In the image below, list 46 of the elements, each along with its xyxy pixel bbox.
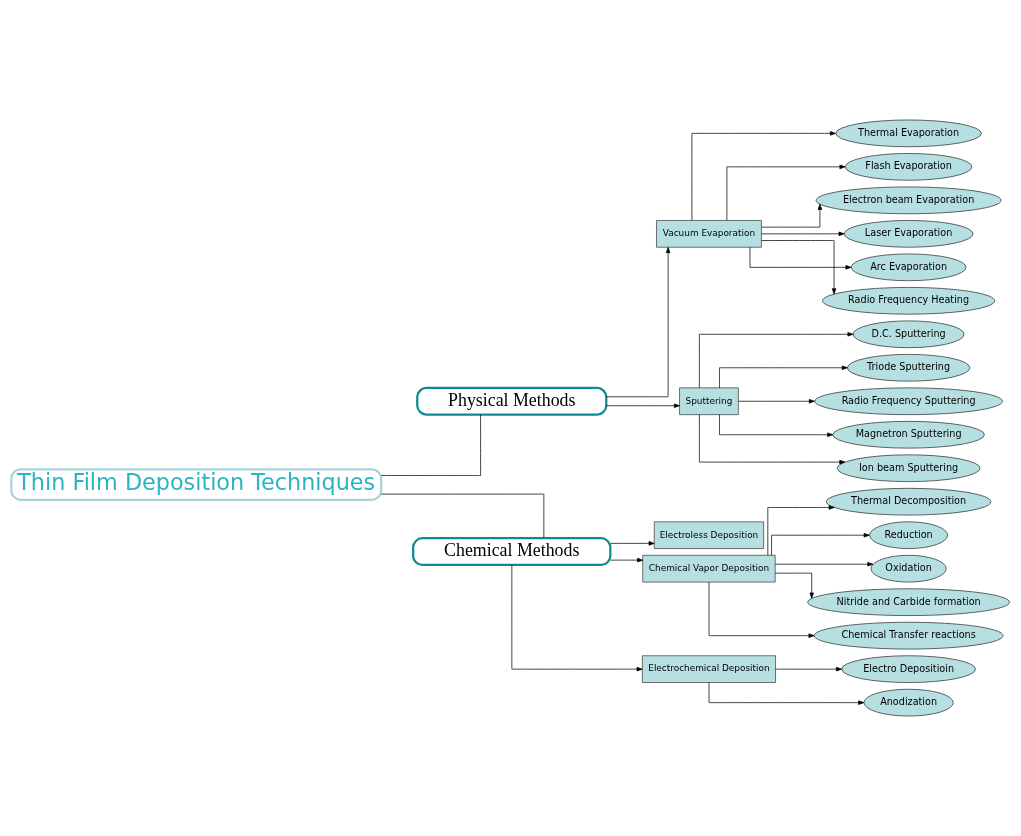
node-ellipse: Electro Depositioin <box>841 655 976 683</box>
arrow <box>726 164 846 221</box>
arrow <box>719 414 834 437</box>
arrow <box>699 332 854 389</box>
node-box: Chemical Methods <box>412 537 612 567</box>
arrow <box>605 247 671 398</box>
arrow <box>761 240 837 295</box>
arrow <box>738 399 815 404</box>
arrow <box>691 131 836 221</box>
node-box: Electrochemical Deposition <box>642 655 776 683</box>
arrow <box>610 541 655 546</box>
node-box: Physical Methods <box>416 386 608 416</box>
arrow <box>775 562 874 567</box>
node-ellipse: Arc Evaporation <box>850 253 967 282</box>
node-ellipse: Triode Sputtering <box>847 354 971 382</box>
node-ellipse: Chemical Transfer reactions <box>813 621 1004 650</box>
arrow <box>610 557 644 563</box>
arrow <box>699 414 846 465</box>
arrow <box>771 533 870 556</box>
node-ellipse: Reduction <box>869 521 948 549</box>
arrow <box>749 246 852 270</box>
arrow <box>708 581 815 638</box>
arrow <box>761 203 823 228</box>
node-ellipse: Magnetron Sputtering <box>832 421 985 449</box>
node-ellipse: Flash Evaporation <box>844 153 973 181</box>
node-box: Chemical Vapor Deposition <box>642 554 776 583</box>
node-box: Electroless Deposition <box>653 521 764 549</box>
connector <box>380 414 481 476</box>
node-ellipse: Oxidation <box>870 554 947 583</box>
node-ellipse: D.C. Sputtering <box>852 320 965 349</box>
node-box: Sputtering <box>679 387 739 415</box>
arrow <box>605 403 680 408</box>
arrow <box>775 666 842 672</box>
arrow <box>774 572 814 599</box>
arrow <box>708 682 865 705</box>
node-box: Thin Film Deposition Techniques <box>10 468 383 501</box>
node-ellipse: Anodization <box>863 688 954 717</box>
connector <box>380 493 545 539</box>
node-box: Vacuum Evaporation <box>656 220 762 248</box>
arrow <box>719 365 848 389</box>
arrow <box>767 505 835 556</box>
node-ellipse: Thermal Evaporation <box>835 119 982 148</box>
arrow <box>511 564 643 672</box>
arrow <box>761 231 845 236</box>
node-ellipse: Laser Evaporation <box>843 220 974 248</box>
node-ellipse: Radio Frequency Sputtering <box>814 387 1003 415</box>
